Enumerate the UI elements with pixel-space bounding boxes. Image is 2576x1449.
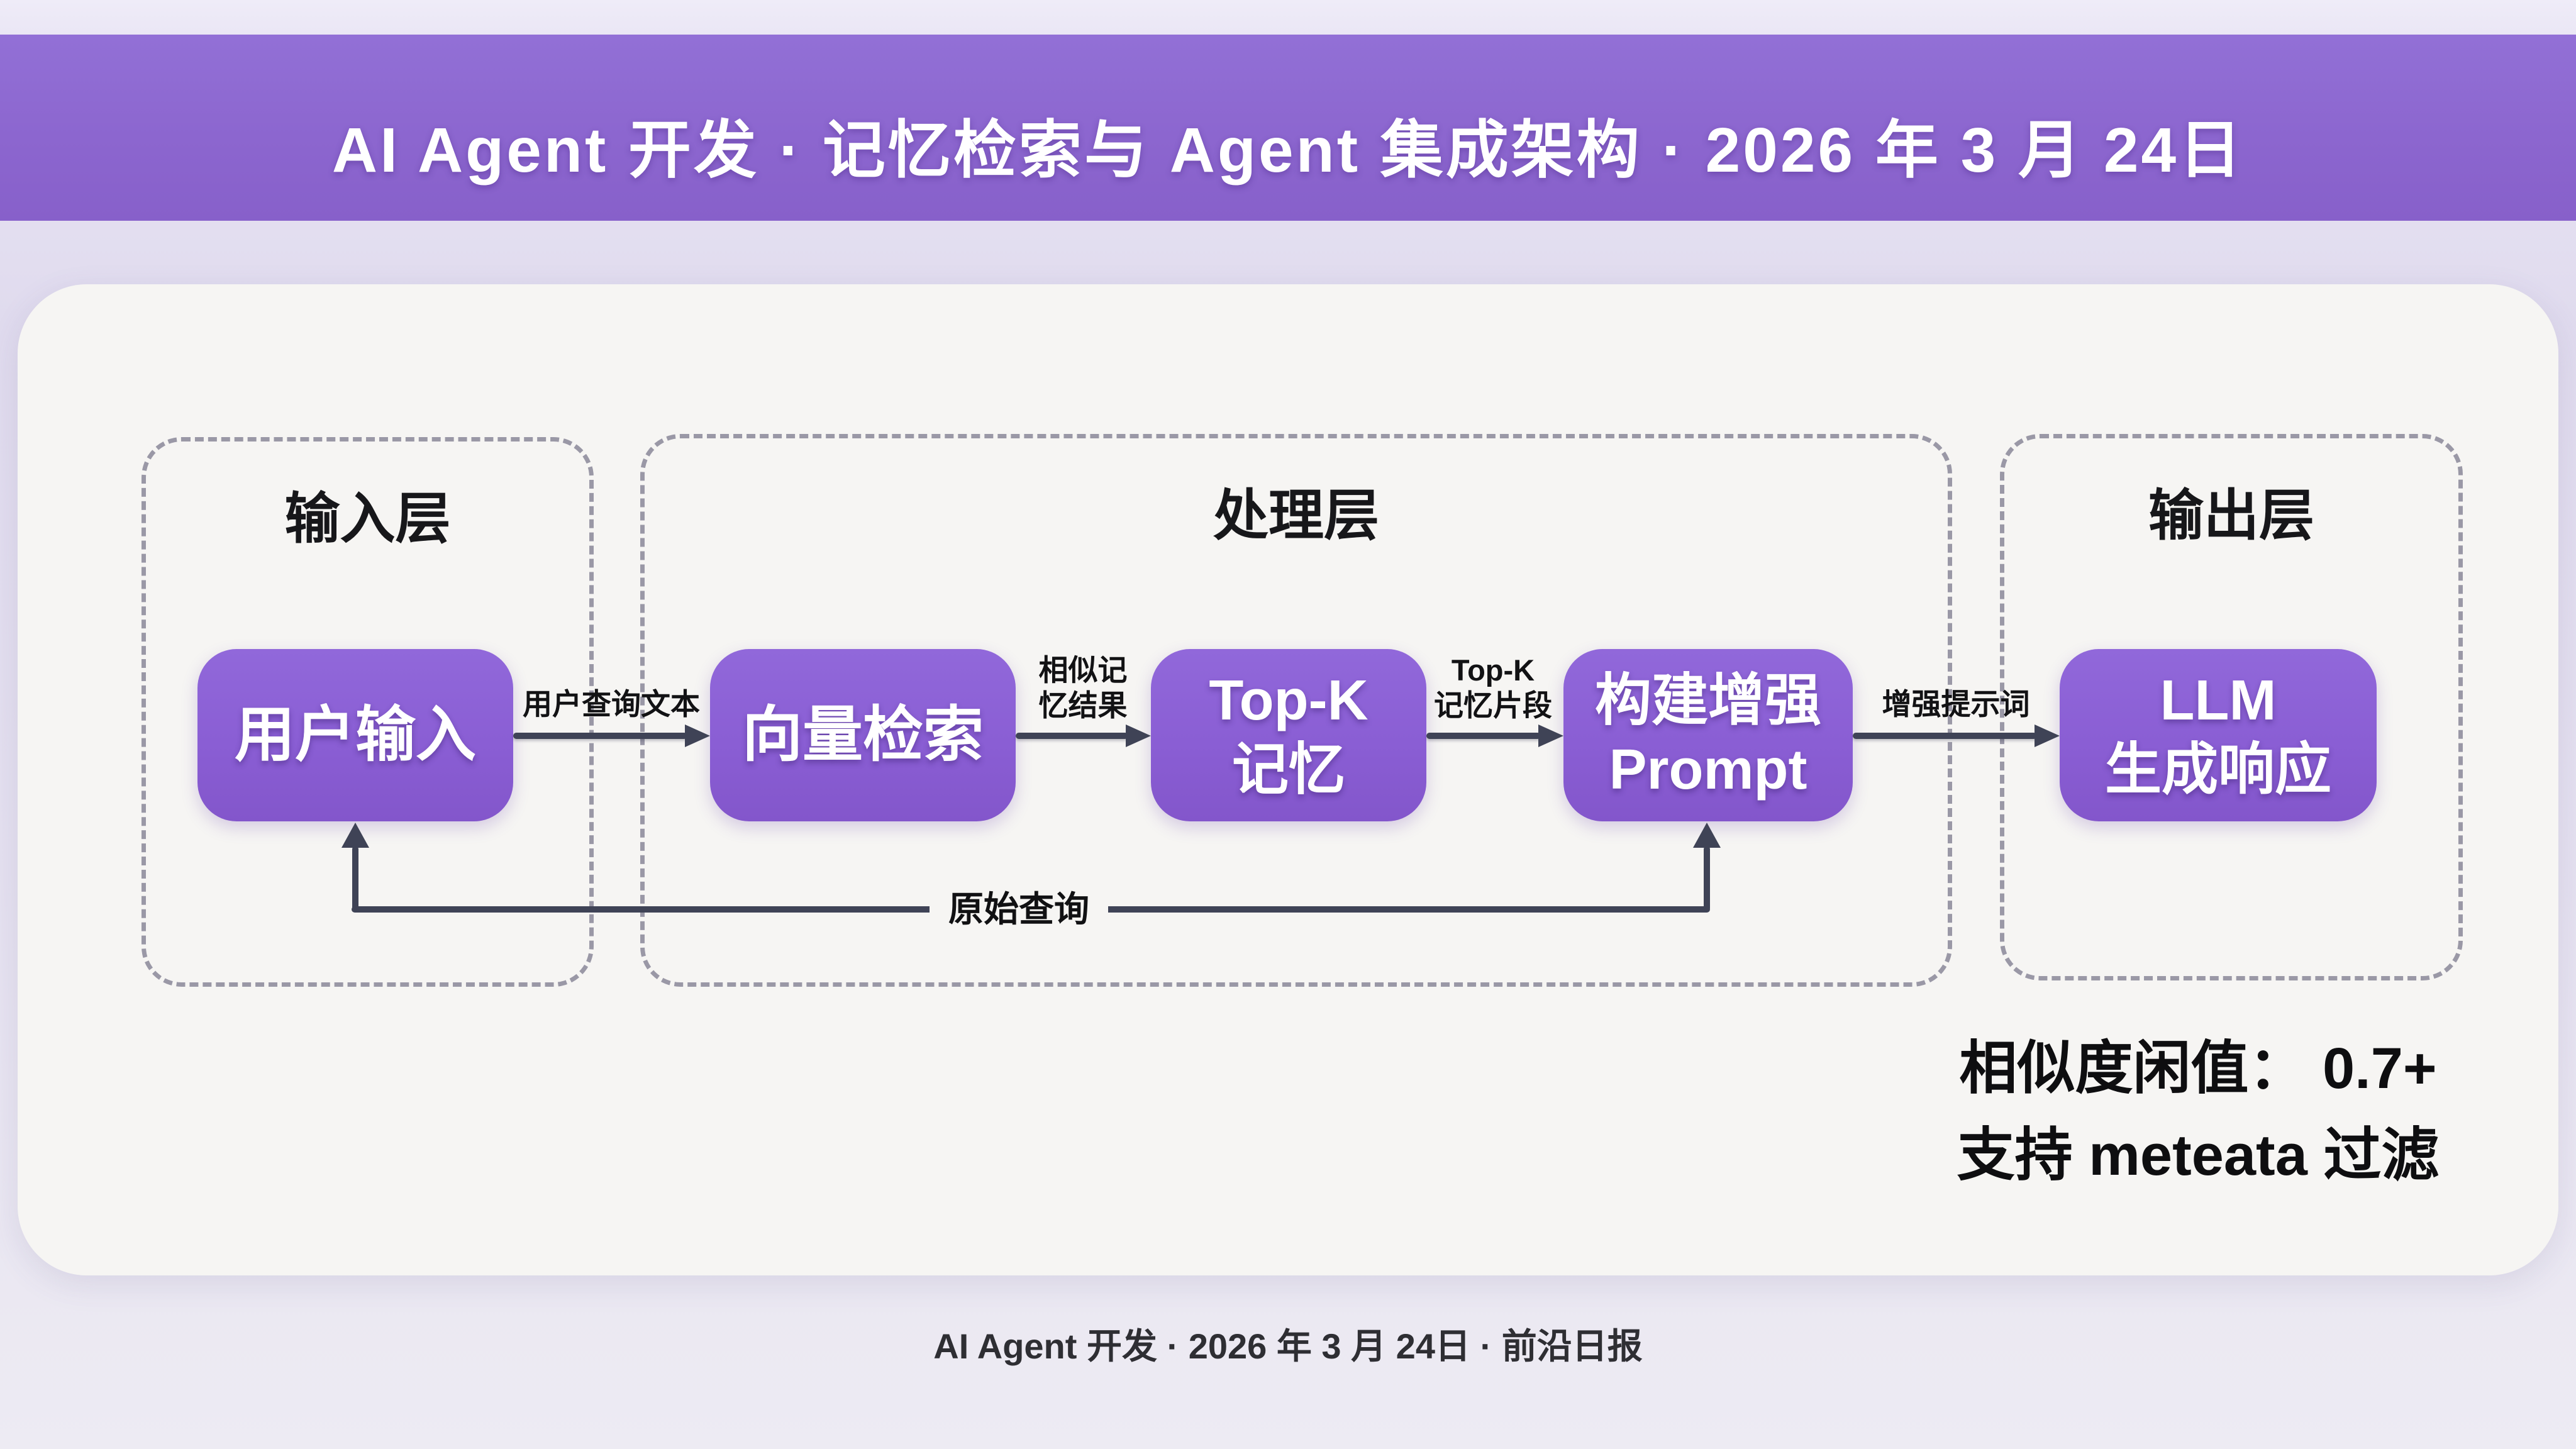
layer-label-input: 输入层 [284,487,451,550]
node-build-prompt-line1: 构建增强 [1595,669,1821,732]
edge-label-original-query: 原始查询 [930,884,1108,935]
arrow-topk-to-prompt [1426,733,1541,739]
node-topk-memory: Top-K 记忆 [1151,649,1426,821]
node-user-input-label: 用户输入 [235,701,476,769]
edge-label-topk-memory-fragments: Top-K 记忆片段 [1434,653,1552,722]
arrow-user-to-vector [513,733,687,739]
arrowhead-right-icon [685,724,710,747]
layer-label-process: 处理层 [1213,484,1379,547]
header-banner: AI Agent 开发 · 记忆检索与 Agent 集成架构 · 2026 年 … [0,35,2576,221]
similarity-threshold-note: 相似度闲值： 0.7+ 支持 meteata 过滤 [1843,1025,2553,1199]
edge-label-user-query-text: 用户查询文本 [523,687,700,721]
edge-label-augmented-prompt: 增强提示词 [1882,687,2030,721]
feedback-line-right [1704,846,1710,911]
arrow-vector-to-topk [1016,733,1128,739]
arrow-prompt-to-llm [1853,733,2037,739]
arrowhead-right-icon [1538,724,1563,747]
layer-group-process: 处理层 [640,434,1952,987]
arrowhead-right-icon [1126,724,1151,747]
node-llm-response-line1: LLM [2160,669,2277,732]
arrowhead-up-icon [1693,823,1721,848]
footer-caption: AI Agent 开发 · 2026 年 3 月 24日 · 前沿日报 [933,1326,1643,1366]
node-llm-response: LLM 生成响应 [2060,649,2377,821]
node-user-input: 用户输入 [197,649,513,821]
layer-group-input: 输入层 [142,437,594,987]
layer-group-output: 输出层 [2000,434,2463,980]
page-title: AI Agent 开发 · 记忆检索与 Agent 集成架构 · 2026 年 … [331,114,2245,186]
node-vector-search-label: 向量检索 [742,701,984,769]
layer-label-output: 输出层 [2148,484,2314,547]
arrowhead-up-icon [341,823,369,848]
node-build-prompt: 构建增强 Prompt [1563,649,1853,821]
note-line-metadata-filter: 支持 meteata 过滤 [1957,1123,2440,1187]
note-line-threshold: 相似度闲值： 0.7+ [1959,1036,2437,1101]
arrowhead-right-icon [2035,724,2060,747]
node-topk-memory-line1: Top-K [1209,669,1368,732]
edge-label-similar-memory-results: 相似记 忆结果 [1038,653,1128,722]
feedback-line-left [352,846,358,911]
node-build-prompt-line2: Prompt [1609,738,1807,801]
node-llm-response-line2: 生成响应 [2105,738,2331,801]
node-topk-memory-line2: 记忆 [1232,738,1345,801]
node-vector-search: 向量检索 [710,649,1016,821]
